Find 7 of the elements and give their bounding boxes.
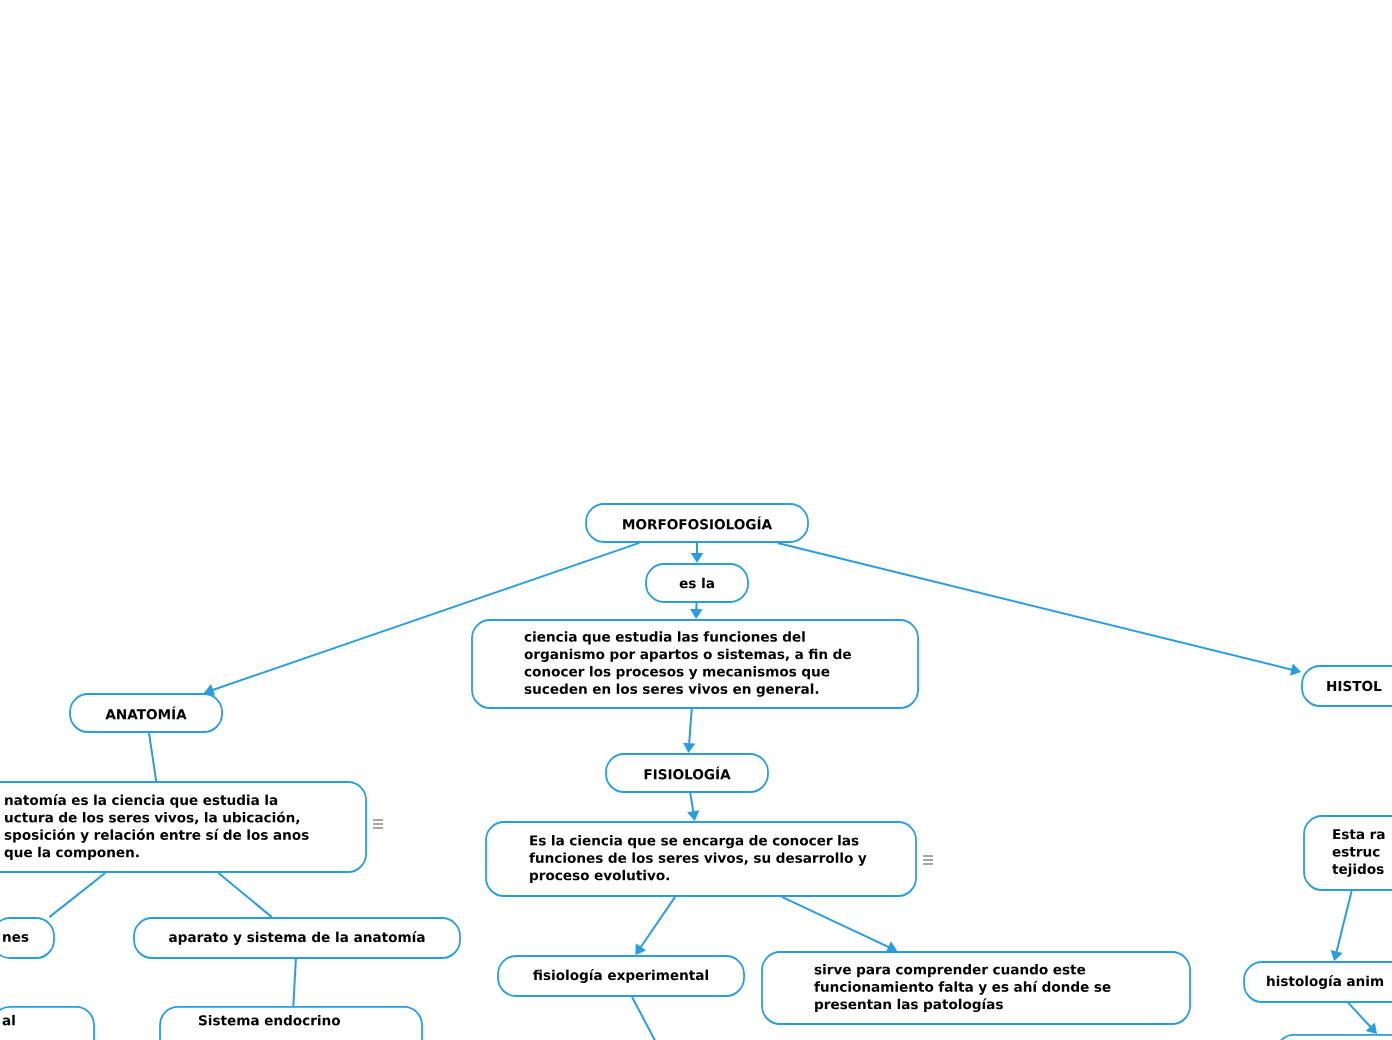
connector-line [292, 957, 297, 1007]
empty-box [1275, 1034, 1392, 1040]
arrow [1347, 1001, 1377, 1034]
connector-line [147, 731, 158, 783]
connector-line [631, 995, 661, 1040]
connector-line [48, 871, 107, 919]
connector-line [217, 871, 273, 919]
